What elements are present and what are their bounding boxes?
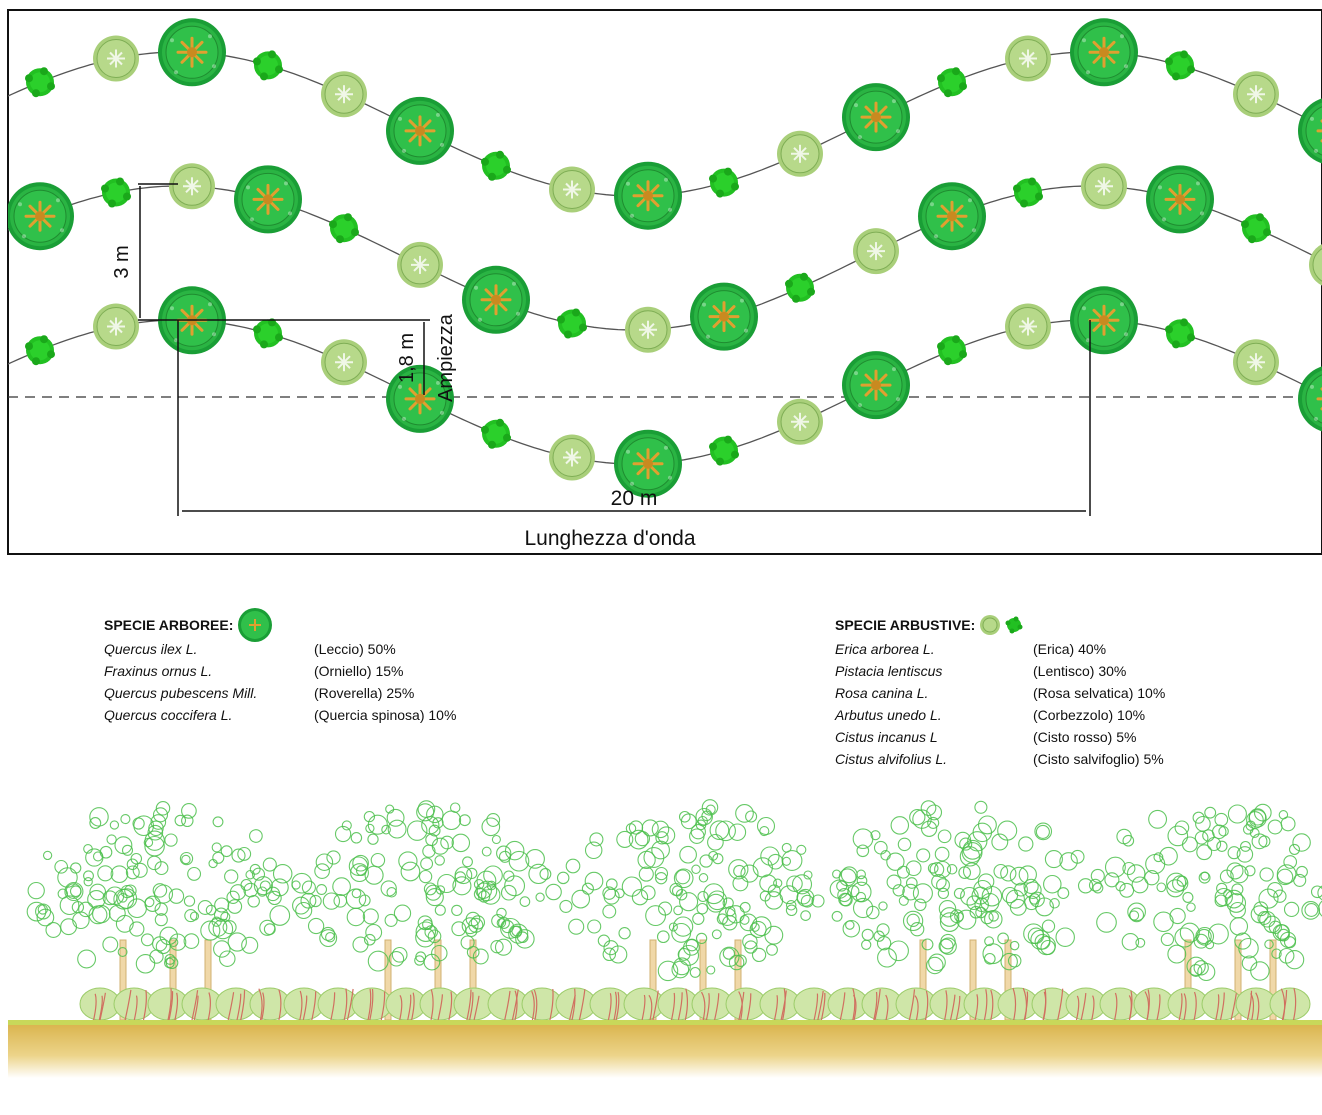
species-name: Pistacia lentiscus <box>835 663 943 679</box>
species-share: (Roverella) 25% <box>314 685 415 701</box>
legend-row: Arbutus unedo L. (Corbezzolo) 10% <box>835 704 1165 726</box>
shrub-icon <box>548 433 596 482</box>
tree-canopy-icon <box>688 281 760 353</box>
shrub-elevation-icon <box>1269 987 1311 1021</box>
shrub-icon <box>320 338 368 387</box>
tree-elevation-icon <box>26 801 293 1021</box>
species-name: Fraxinus ornus L. <box>104 663 213 679</box>
species-name: Erica arborea L. <box>835 641 935 657</box>
shrub-icon <box>168 162 216 211</box>
ground-strip <box>8 1022 1322 1078</box>
species-share: (Lentisco) 30% <box>1033 663 1127 679</box>
amplitude-label: Ampiezza <box>435 313 457 402</box>
shrub-icon <box>1080 162 1128 211</box>
tree-canopies <box>26 799 1322 1021</box>
shrub-elevation-icon <box>521 987 563 1021</box>
shrub-elevation-icon <box>929 987 971 1021</box>
shrub-elevation-icon <box>1167 987 1209 1021</box>
wavelength-label: Lunghezza d'onda <box>525 527 696 550</box>
species-share: (Cisto salvifoglio) 5% <box>1033 751 1164 767</box>
tree-elevation-icon <box>1088 803 1322 1021</box>
shrub-icon <box>1004 302 1052 351</box>
legend-row: Cistus incanus L (Cisto rosso) 5% <box>835 726 1165 748</box>
small-shrub-icon <box>1005 616 1023 634</box>
shrub-icon <box>92 302 140 351</box>
tree-elevation-icon <box>829 800 1094 1021</box>
shrub-elevation-icon <box>181 987 223 1021</box>
shrub-icon <box>1232 338 1280 387</box>
tree-canopy-icon <box>384 95 456 167</box>
species-share: (Leccio) 50% <box>314 641 396 657</box>
tree-canopy-icon <box>460 264 532 336</box>
species-share: (Cisto rosso) 5% <box>1033 729 1137 745</box>
tree-canopy-icon <box>840 349 912 421</box>
species-name: Rosa canina L. <box>835 685 929 701</box>
tree-canopy-icon <box>840 81 912 153</box>
shrub-understory <box>79 987 1311 1021</box>
tree-canopy-icon <box>1068 284 1140 356</box>
dimension-wavelength <box>177 320 1091 516</box>
shrub-elevation-icon <box>997 987 1039 1021</box>
tree-canopy-icon <box>156 16 228 88</box>
shrub-icon <box>980 615 1001 635</box>
shrub-elevation-icon <box>147 987 189 1021</box>
height-dimension-label: 3 m <box>111 245 133 278</box>
legend-row: Cistus alvifolius L. (Cisto salvifoglio)… <box>835 748 1165 770</box>
species-name: Quercus ilex L. <box>104 641 198 657</box>
species-share: (Corbezzolo) 10% <box>1033 707 1146 723</box>
legend-row: Erica arborea L. (Erica) 40% <box>835 638 1165 660</box>
legend-row: Quercus pubescens Mill. (Roverella) 25% <box>104 682 456 704</box>
species-share: (Orniello) 15% <box>314 663 404 679</box>
legend-row: Fraxinus ornus L. (Orniello) 15% <box>104 660 456 682</box>
tree-canopy-icon <box>1068 16 1140 88</box>
shrub-elevation-icon <box>895 987 937 1021</box>
shrub-elevation-icon <box>351 987 393 1021</box>
tree-canopy-icon <box>1144 163 1216 235</box>
tree-canopy-icon <box>916 180 988 252</box>
tree-canopy-icon <box>612 160 684 232</box>
tree-elevation-icon <box>291 800 562 1021</box>
wavelength-value-label: 20 m <box>611 487 658 510</box>
elevation-view-illustration <box>8 799 1322 1078</box>
species-name: Quercus pubescens Mill. <box>104 685 258 701</box>
tree-canopy-icon <box>238 608 273 642</box>
legend-row: Quercus coccifera L. (Quercia spinosa) 1… <box>104 704 456 726</box>
species-share: (Erica) 40% <box>1033 641 1107 657</box>
legend-tree-species: SPECIE ARBOREE: Quercus ilex L. (Leccio)… <box>104 608 456 726</box>
shrub-elevation-icon <box>1031 987 1073 1021</box>
planting-plan-diagram: 3 m 1,8 m Ampiezza 20 m Lunghezza d'onda <box>7 9 1322 555</box>
species-name: Arbutus unedo L. <box>835 707 942 723</box>
legend-row: Quercus ilex L. (Leccio) 50% <box>104 638 456 660</box>
shrub-elevation-icon <box>759 987 801 1021</box>
shrub-icon <box>852 227 900 276</box>
tree-canopy-icon <box>232 163 304 235</box>
species-name: Cistus alvifolius L. <box>835 751 948 767</box>
shrub-icon <box>1232 70 1280 119</box>
species-share: (Quercia spinosa) 10% <box>314 707 457 723</box>
shrub-elevation-icon <box>453 987 495 1021</box>
shrub-icon <box>396 240 444 289</box>
shrub-icon <box>624 305 672 354</box>
species-name: Quercus coccifera L. <box>104 707 233 723</box>
shrub-icon <box>776 129 824 178</box>
legend-shrubs-title: SPECIE ARBUSTIVE: <box>835 617 976 633</box>
legend-row: Pistacia lentiscus (Lentisco) 30% <box>835 660 1165 682</box>
tree-elevation-icon <box>556 799 825 1021</box>
dimension-amplitude <box>178 319 430 395</box>
tree-canopy-icon <box>8 180 76 252</box>
dimension-3m <box>138 183 178 321</box>
ground-line <box>8 1020 1322 1025</box>
shrub-icon <box>548 165 596 214</box>
legend-row: Rosa canina L. (Rosa selvatica) 10% <box>835 682 1165 704</box>
legend-shrub-species: SPECIE ARBUSTIVE: Erica arborea L. (Eric… <box>835 612 1165 770</box>
shrub-icon <box>1004 34 1052 83</box>
shrub-icon <box>776 397 824 446</box>
shrub-icon <box>92 34 140 83</box>
shrub-icon <box>320 70 368 119</box>
amplitude-value-label: 1,8 m <box>396 333 418 383</box>
legend-trees-title: SPECIE ARBOREE: <box>104 617 234 633</box>
shrub-elevation-icon <box>725 987 767 1021</box>
species-share: (Rosa selvatica) 10% <box>1033 685 1166 701</box>
species-name: Cistus incanus L <box>835 729 938 745</box>
